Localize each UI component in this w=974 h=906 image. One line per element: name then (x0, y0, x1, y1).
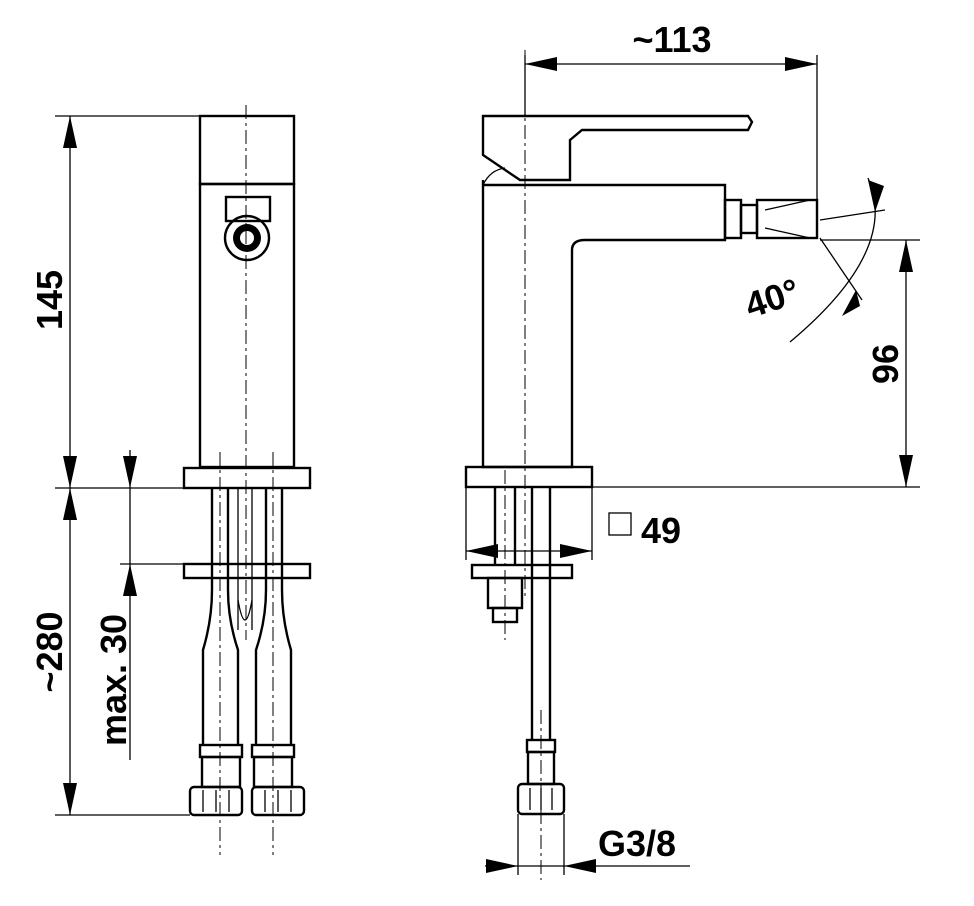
label-reach: ~113 (632, 19, 711, 60)
label-deck-thickness: max. 30 (93, 614, 134, 746)
front-fixing-plate (182, 562, 312, 580)
front-stud (237, 488, 253, 630)
label-total-height: 145 (29, 270, 70, 330)
label-spout-height: 96 (865, 344, 906, 384)
label-connection-thread: G3/8 (598, 823, 676, 864)
dim-hose-length: ~280 (29, 488, 190, 816)
side-hose-end (516, 738, 566, 816)
side-handle (481, 114, 754, 182)
label-spray-angle: 40° (740, 270, 804, 326)
label-hose-length: ~280 (29, 611, 70, 692)
side-nozzle (723, 198, 819, 240)
front-base (182, 466, 312, 490)
label-base-size: 49 (641, 510, 681, 551)
side-body (481, 180, 727, 469)
front-handle (198, 114, 296, 186)
dim-deck-thickness: max. 30 (93, 450, 184, 760)
dim-reach: ~113 (524, 19, 818, 200)
side-studs (470, 487, 574, 740)
dim-spout-height: 96 (592, 239, 920, 488)
dim-base-size: 49 (465, 487, 681, 560)
front-view (182, 105, 312, 855)
front-hose-right (250, 488, 306, 817)
front-hose-left (188, 488, 244, 817)
dim-connection-thread: G3/8 (485, 814, 690, 875)
dim-total-height: 145 (29, 115, 200, 489)
front-nozzle (223, 195, 272, 262)
side-view (464, 50, 819, 880)
square-symbol (608, 512, 632, 536)
dim-spray-angle: 40° (740, 177, 886, 343)
side-base (464, 465, 594, 489)
